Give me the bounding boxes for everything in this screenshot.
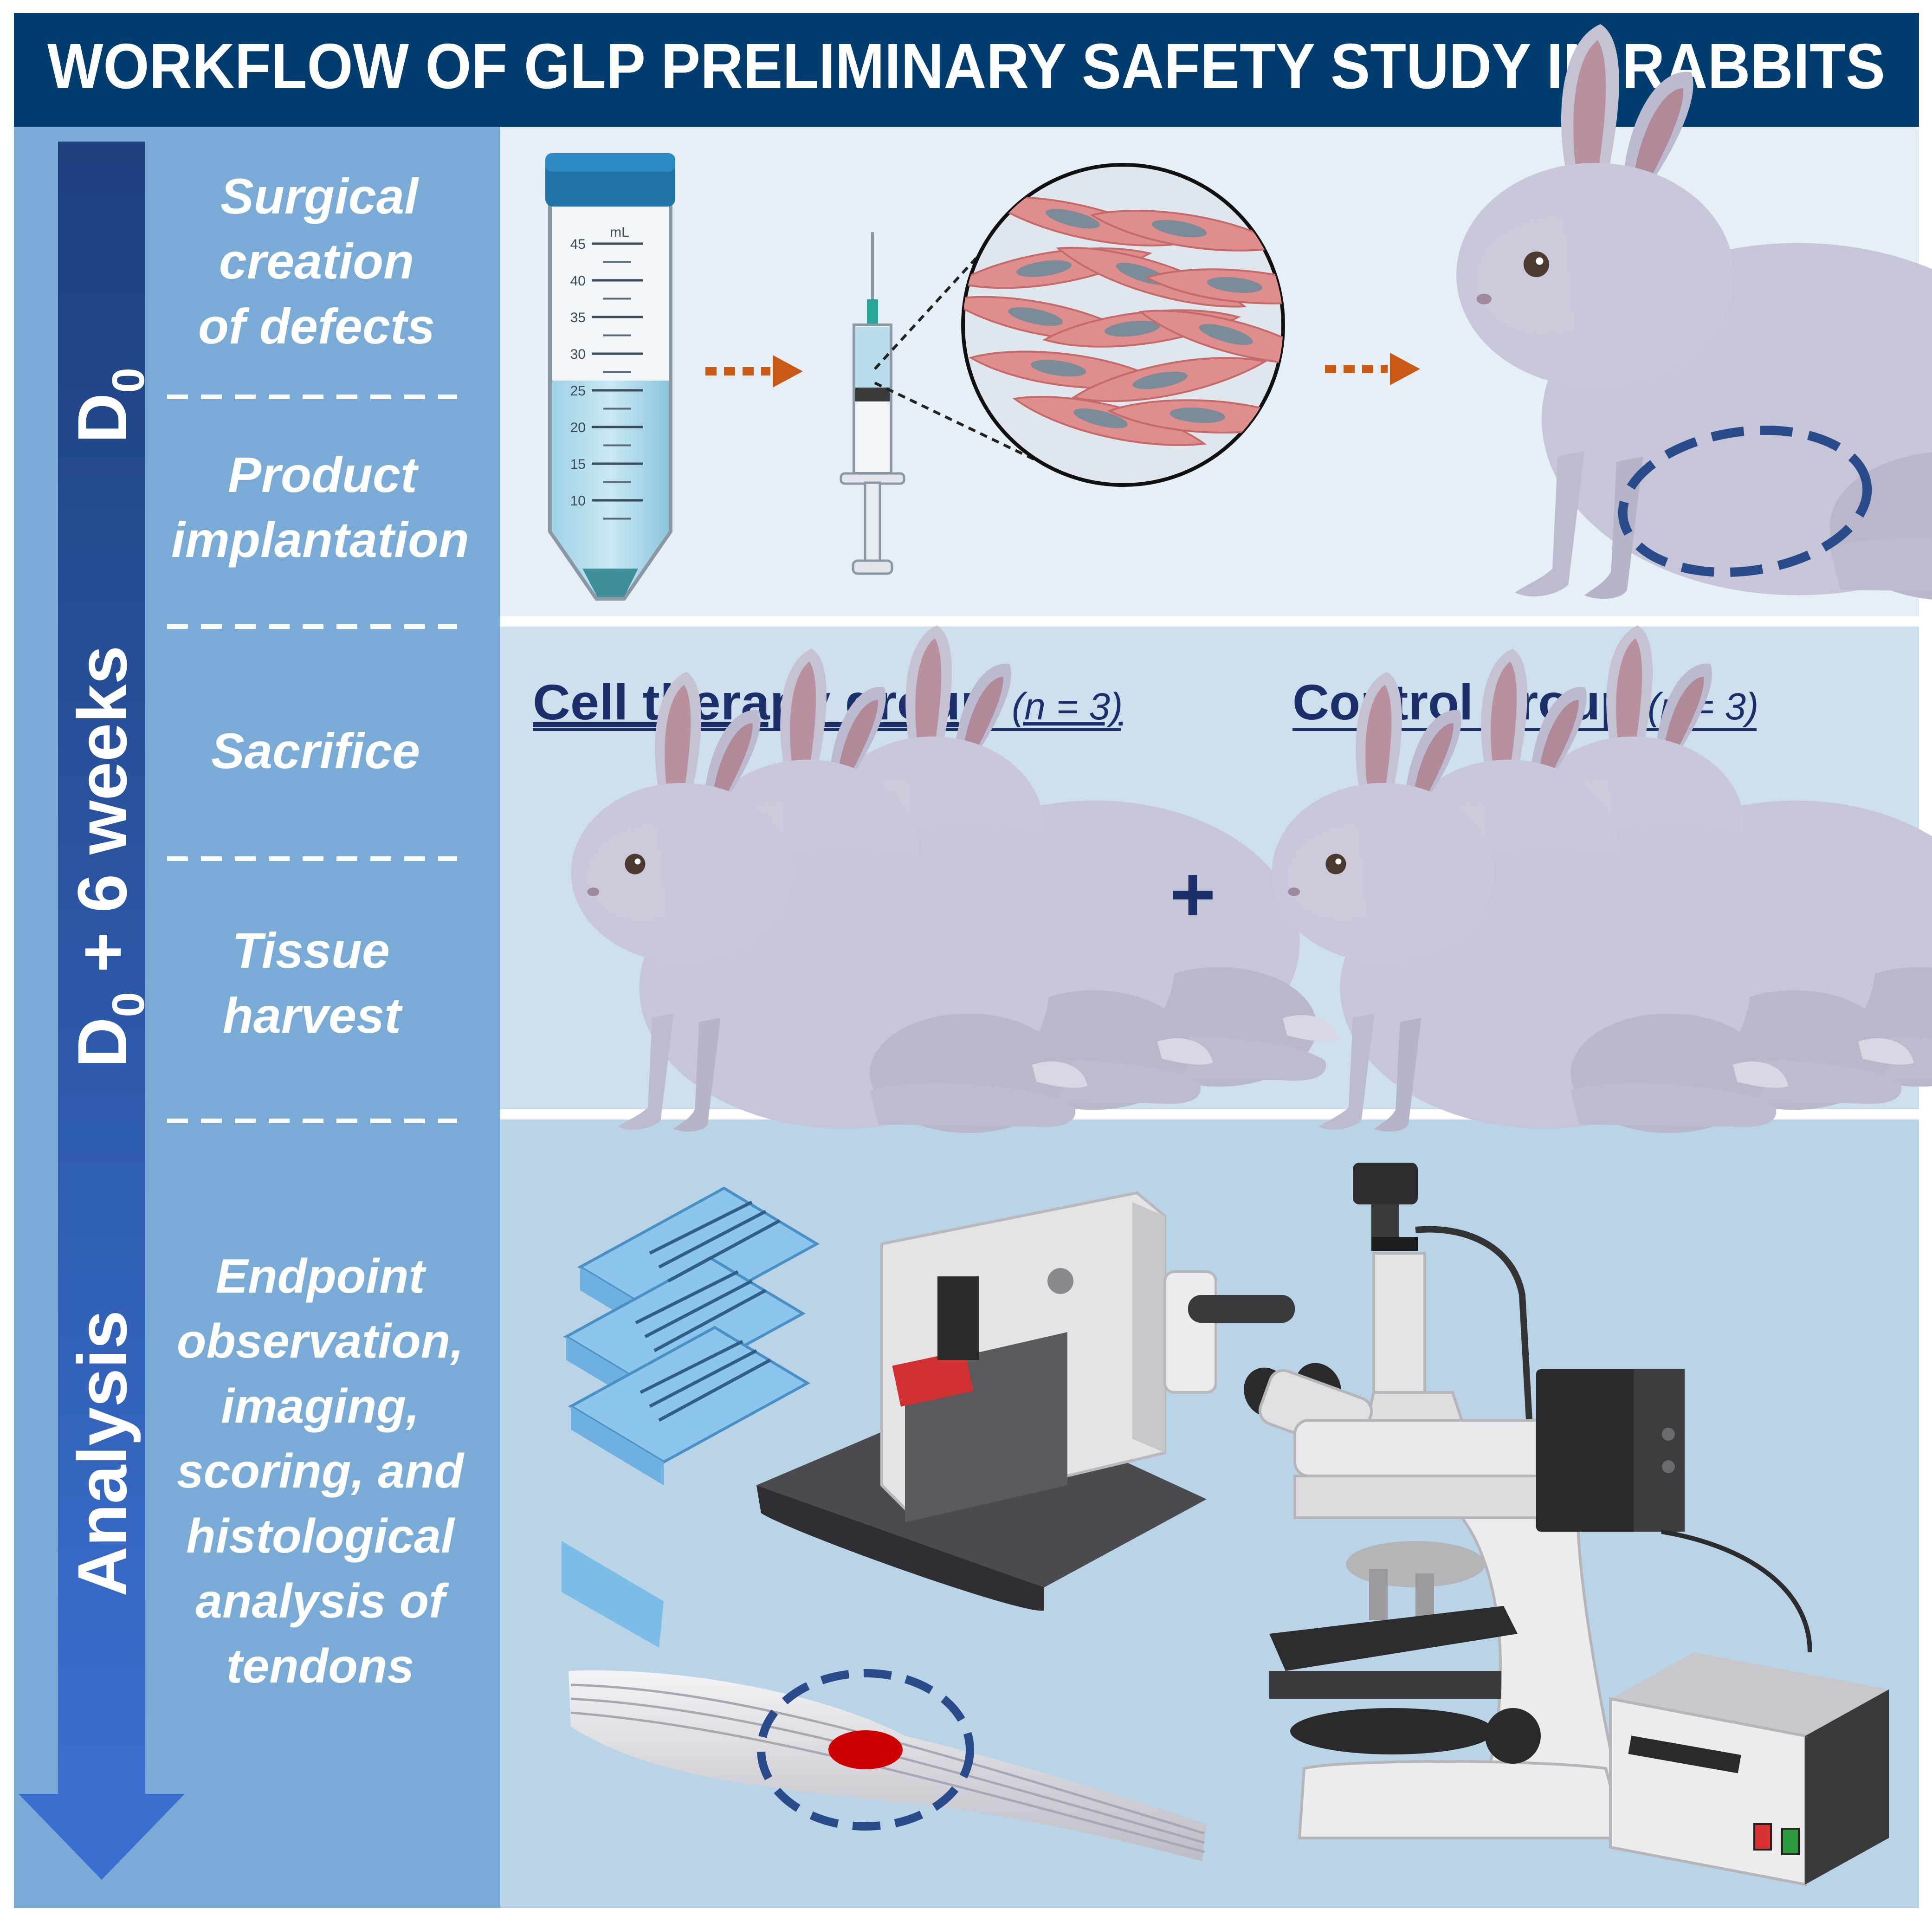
svg-text:histological: histological bbox=[186, 1509, 455, 1563]
step-sacrifice: Sacrifice bbox=[211, 723, 420, 779]
step-endpoint-analysis: Endpoint observation, imaging, scoring, … bbox=[177, 1249, 465, 1693]
tendon-icon bbox=[569, 1669, 1207, 1861]
dotted-arrow bbox=[1325, 353, 1420, 385]
svg-text:imaging,: imaging, bbox=[221, 1379, 420, 1433]
svg-text:Tissue: Tissue bbox=[232, 922, 390, 978]
step-tissue-harvest: Tissue harvest bbox=[223, 922, 403, 1043]
tube-tick-label: 40 bbox=[570, 273, 586, 289]
tube-tick-label: 25 bbox=[570, 383, 586, 399]
svg-text:analysis of: analysis of bbox=[195, 1574, 449, 1628]
svg-text:Product: Product bbox=[228, 447, 419, 503]
svg-text:Sacrifice: Sacrifice bbox=[211, 723, 420, 779]
tube-tick-label: 20 bbox=[570, 420, 586, 435]
syringe-icon bbox=[840, 232, 905, 575]
tissue-cassette-icon bbox=[562, 1186, 820, 1648]
power-supply-icon bbox=[1609, 1529, 1889, 1886]
tube-tick-label: 30 bbox=[570, 347, 586, 362]
tube-tick-label: 35 bbox=[570, 310, 586, 325]
rabbit-icon bbox=[1456, 24, 1932, 601]
microscope-icon bbox=[1244, 1163, 1685, 1839]
svg-text:scoring, and: scoring, and bbox=[177, 1444, 465, 1498]
tube-tick-label: 45 bbox=[570, 237, 586, 252]
step-surgical-creation: Surgical creation of defects bbox=[198, 168, 435, 354]
svg-text:tendons: tendons bbox=[226, 1639, 414, 1693]
tube-scale: 45 40 35 30 25 20 15 10 bbox=[570, 237, 643, 520]
defect-location-marker bbox=[1618, 425, 1872, 577]
svg-text:of defects: of defects bbox=[198, 298, 435, 354]
svg-text:(n = 3): (n = 3) bbox=[1012, 686, 1123, 728]
svg-text:observation,: observation, bbox=[177, 1314, 464, 1368]
step-product-implantation: Product implantation bbox=[171, 447, 469, 568]
lesion-marker bbox=[828, 1730, 903, 1769]
plus-sign: + bbox=[1170, 850, 1215, 938]
cells-magnifier-icon bbox=[961, 163, 1285, 487]
phase-analysis: Analysis bbox=[63, 1310, 141, 1597]
tube-tick-label: 10 bbox=[570, 493, 586, 509]
tube-tick-label: 15 bbox=[570, 457, 586, 472]
phase-d0: D0 bbox=[63, 368, 154, 443]
timeline-arrow bbox=[19, 142, 185, 1880]
svg-text:harvest: harvest bbox=[223, 987, 403, 1043]
dotted-arrow bbox=[705, 355, 803, 388]
svg-text:Surgical: Surgical bbox=[220, 168, 419, 224]
phase-d0-plus-6-weeks: D0 + 6 weeks bbox=[63, 646, 154, 1068]
microtome-icon bbox=[756, 1191, 1295, 1611]
svg-text:Endpoint: Endpoint bbox=[216, 1249, 427, 1303]
tube-unit: mL bbox=[610, 225, 629, 240]
lesion-circle bbox=[757, 1669, 974, 1831]
conical-tube-icon: mL 45 40 35 30 25 20 15 10 bbox=[545, 153, 675, 601]
svg-text:implantation: implantation bbox=[171, 511, 469, 568]
svg-text:creation: creation bbox=[219, 233, 414, 289]
